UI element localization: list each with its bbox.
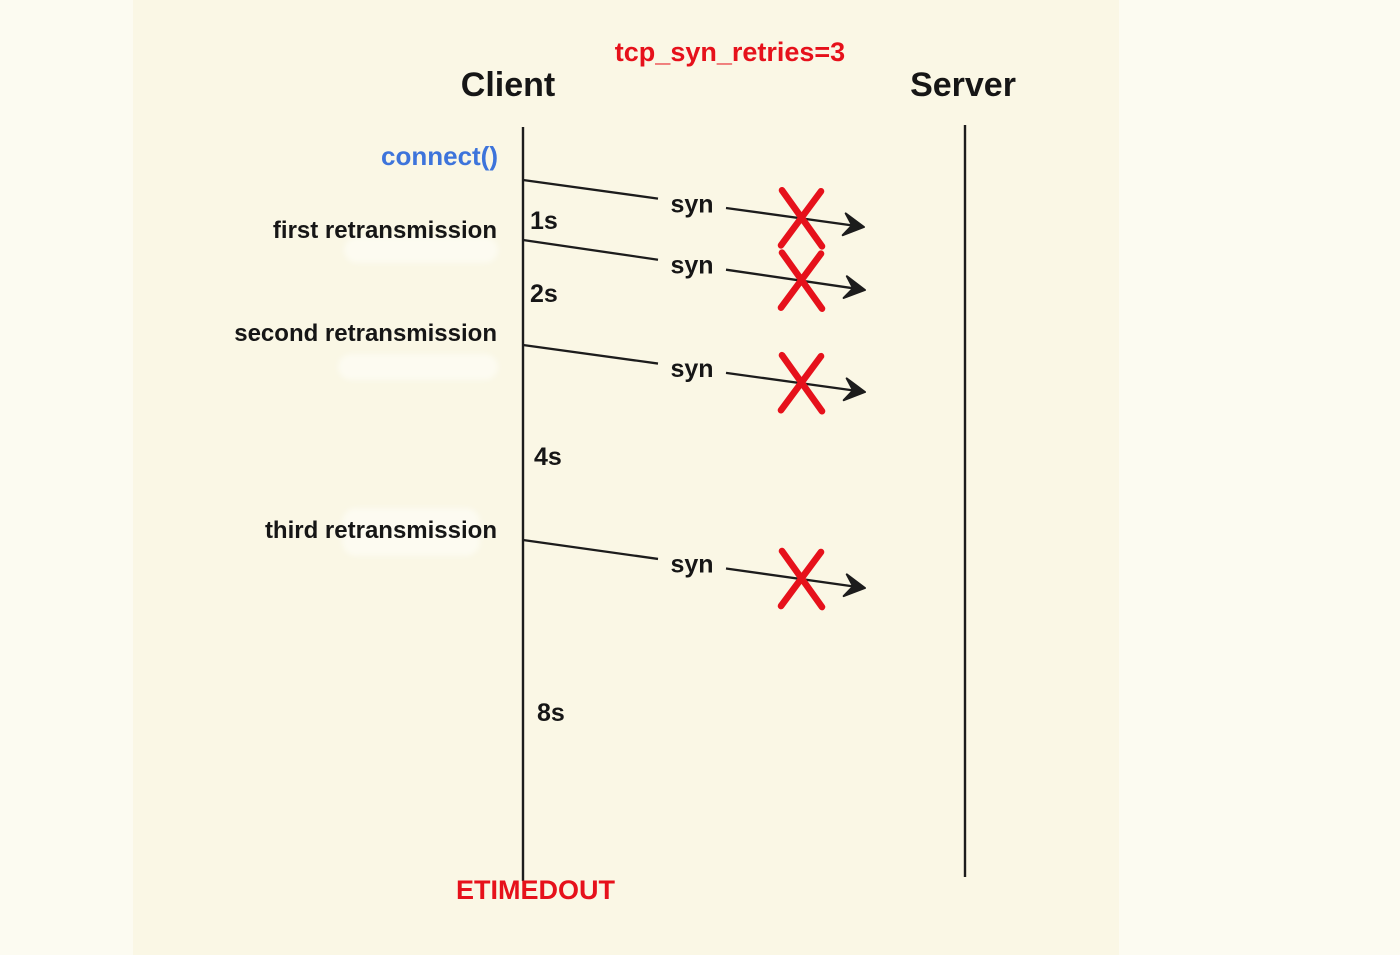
diagram-canvas xyxy=(133,0,1119,955)
label-highlight xyxy=(342,508,480,556)
syn-arrow-shaft xyxy=(522,238,659,261)
retransmission-label-third: third retransmission xyxy=(264,517,497,544)
syn-arrow: syn xyxy=(522,343,866,415)
retransmission-label-first: first retransmission xyxy=(272,217,497,244)
syn-arrow-shaft xyxy=(522,343,659,365)
arrowhead-icon xyxy=(841,212,865,237)
syn-arrow-shaft xyxy=(725,567,863,589)
client-title: Client xyxy=(460,66,556,104)
etimedout-label: ETIMEDOUT xyxy=(456,875,615,905)
arrowhead-icon xyxy=(842,573,866,598)
syn-label: syn xyxy=(670,190,713,218)
syn-arrow: syn xyxy=(522,178,865,250)
label-highlight xyxy=(338,354,498,380)
failed-delivery-x-icon xyxy=(777,249,826,312)
syn-label: syn xyxy=(670,551,713,579)
server-title: Server xyxy=(910,66,1016,104)
syn-label: syn xyxy=(670,252,713,280)
arrowhead-icon xyxy=(842,275,866,299)
connect-call-label: connect() xyxy=(381,141,498,171)
syn-arrow-shaft xyxy=(522,178,659,200)
arrowhead-icon xyxy=(842,377,866,402)
kernel-parameter-title: tcp_syn_retries=3 xyxy=(614,37,846,67)
syn-arrow: syn xyxy=(522,538,866,611)
syn-arrow-shaft xyxy=(725,206,862,228)
retransmission-label-second: second retransmission xyxy=(234,320,497,347)
label-highlight xyxy=(344,237,498,263)
syn-arrow-shaft xyxy=(725,268,863,291)
timer-label-8s: 8s xyxy=(537,699,565,727)
failed-delivery-x-icon xyxy=(777,547,826,611)
failed-delivery-x-icon xyxy=(777,187,826,250)
syn-label: syn xyxy=(670,355,713,383)
timer-label-2s: 2s xyxy=(530,280,558,308)
failed-delivery-x-icon xyxy=(777,351,826,415)
syn-arrow-shaft xyxy=(522,538,659,561)
timer-label-1s: 1s xyxy=(530,207,558,235)
syn-arrow: syn xyxy=(522,238,866,312)
syn-arrow-shaft xyxy=(725,371,863,393)
timer-label-4s: 4s xyxy=(534,443,562,471)
